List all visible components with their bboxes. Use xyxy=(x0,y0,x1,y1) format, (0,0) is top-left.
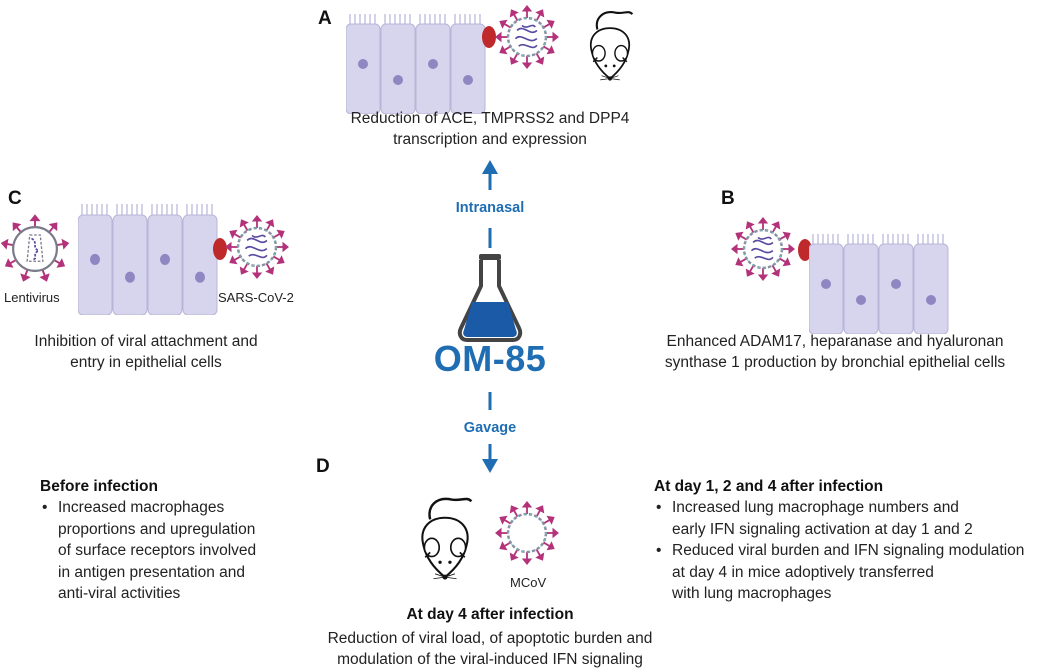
panel-c-letter: C xyxy=(8,188,22,209)
route-gavage-label: Gavage xyxy=(463,420,517,436)
panel-a-caption-line1: Reduction of ACE, TMPRSS2 and DPP4 xyxy=(350,110,630,127)
flask-icon xyxy=(457,254,523,342)
panel-d-mcov-label: MCoV xyxy=(510,575,547,590)
panel-b-sars-cov-2-virus xyxy=(730,216,796,282)
panel-c-epithelial-cells xyxy=(78,203,218,315)
before-infection-bullet: Increased macrophages proportions and up… xyxy=(42,497,310,605)
panel-d-caption: Reduction of viral load, of apoptotic bu… xyxy=(290,628,690,670)
arrow-down-gavage xyxy=(482,392,498,473)
panel-a-mouse-icon xyxy=(589,11,634,82)
panel-d-caption-line2: modulation of the viral-induced IFN sign… xyxy=(337,651,643,668)
panel-c-receptor xyxy=(213,238,227,260)
panel-c-lentivirus xyxy=(0,214,70,284)
after-infection-list: Increased lung macrophage numbers and ea… xyxy=(654,497,1049,605)
route-intranasal-label: Intranasal xyxy=(455,200,525,216)
panel-b-caption-line1: Enhanced ADAM17, heparanase and hyaluron… xyxy=(666,333,1004,350)
panel-c-sars-cov-2-virus xyxy=(224,214,290,280)
panel-b-receptor xyxy=(798,239,812,261)
panel-b-caption: Enhanced ADAM17, heparanase and hyaluron… xyxy=(640,331,1030,373)
panel-b-caption-line2: synthase 1 production by bronchial epith… xyxy=(664,354,1006,371)
panel-a-caption: Reduction of ACE, TMPRSS2 and DPP4 trans… xyxy=(300,108,680,150)
panel-b-letter: B xyxy=(721,188,735,209)
panel-d-mcov-virus xyxy=(494,500,560,566)
panel-a-caption-line2: transcription and expression xyxy=(393,131,587,148)
panel-d-heading: At day 4 after infection xyxy=(406,606,574,623)
panel-d-caption-line1: Reduction of viral load, of apoptotic bu… xyxy=(327,630,653,647)
om-85-title: OM-85 xyxy=(433,338,547,379)
panel-a-epithelial-cells xyxy=(346,14,486,114)
panel-a-sars-cov-2-virus xyxy=(494,4,560,70)
after-infection-block: At day 1, 2 and 4 after infection Increa… xyxy=(654,478,1049,605)
after-infection-bullet-2: Reduced viral burden and IFN signaling m… xyxy=(656,540,1049,605)
after-infection-bullet-1: Increased lung macrophage numbers and ea… xyxy=(656,497,1049,540)
panel-c-caption-line1: Inhibition of viral attachment and xyxy=(34,333,258,350)
after-infection-heading: At day 1, 2 and 4 after infection xyxy=(654,478,884,495)
panel-c-caption: Inhibition of viral attachment and entry… xyxy=(6,331,286,373)
panel-c-lentivirus-label: Lentivirus xyxy=(4,290,60,305)
panel-a-receptor xyxy=(482,26,496,48)
panel-d-letter: D xyxy=(316,456,330,477)
before-infection-block: Before infection Increased macrophages p… xyxy=(40,478,310,605)
before-infection-heading: Before infection xyxy=(40,478,158,495)
panel-c-caption-line2: entry in epithelial cells xyxy=(70,354,222,371)
panel-a-letter: A xyxy=(318,8,332,29)
arrow-up-intranasal xyxy=(482,160,498,248)
before-infection-list: Increased macrophages proportions and up… xyxy=(40,497,310,605)
panel-c-sars-cov-2-label: SARS-CoV-2 xyxy=(218,290,294,305)
panel-d-mouse-icon xyxy=(421,497,473,581)
panel-b-epithelial-cells xyxy=(809,234,949,334)
